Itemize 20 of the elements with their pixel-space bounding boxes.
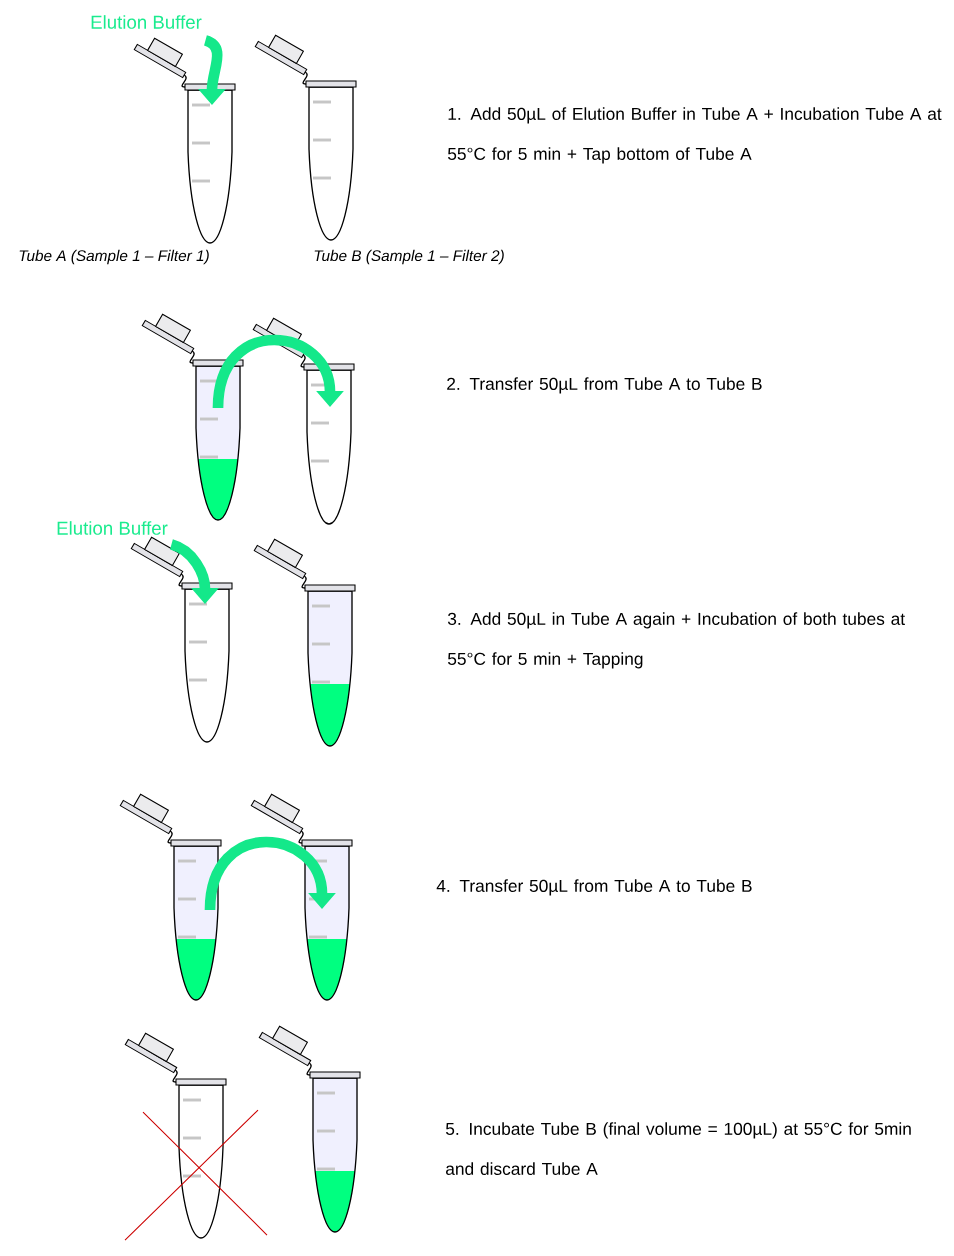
curved-arrow [212, 334, 344, 409]
tube-drawing [250, 793, 353, 1001]
step-text: 2. Transfer 50µL from Tube A to Tube B [447, 377, 762, 394]
step-text: 5. Incubate Tube B (final volume = 100µL) at 55°C for 5min and discard Tube A [445, 1122, 911, 1175]
tube-caption: Tube B (Sample 1 – Filter 2) [314, 249, 504, 265]
tube-drawing [252, 317, 355, 525]
step-text: 1. Add 50µL of Elution Buffer in Tube A + Incubation Tube A at 55°C for 5 min + Tap bottom of Tube A [447, 107, 942, 164]
tube-caption: Tube A (Sample 1 – Filter 1) [19, 249, 209, 265]
tube-drawing [124, 1032, 227, 1239]
step-text: 4. Transfer 50µL from Tube A to Tube B [436, 879, 752, 896]
step-text: 3. Add 50µL in Tube A again + Incubation of both tubes at 55°C for 5 min + Tapping [447, 612, 905, 669]
tube-drawing [133, 37, 236, 244]
tube-drawing [258, 1025, 361, 1233]
reagent-label: Elution Buffer [57, 521, 168, 535]
tube-drawing [254, 34, 357, 241]
reagent-label: Elution Buffer [91, 15, 202, 29]
tube-drawing [119, 793, 222, 1001]
tube-drawing [253, 538, 356, 747]
tube-drawing [141, 313, 244, 521]
tube-drawing [130, 536, 233, 743]
